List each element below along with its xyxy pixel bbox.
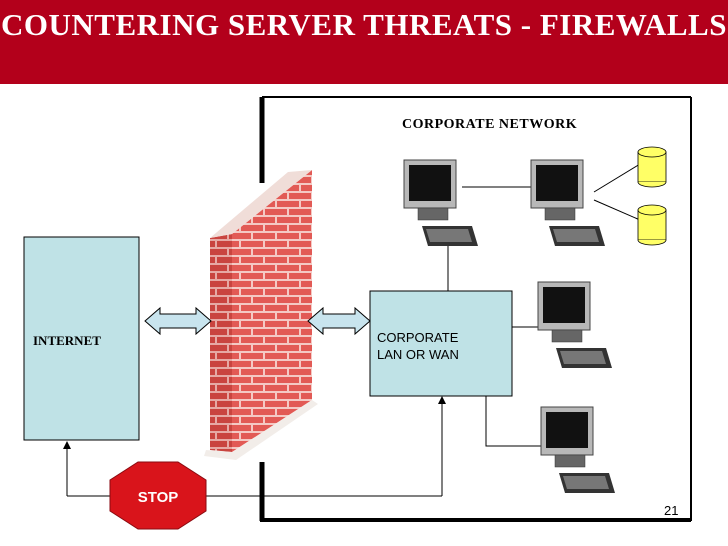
page-number: 21 [664, 503, 679, 518]
title-bar [0, 0, 728, 84]
computer-icon [540, 406, 615, 493]
internet-box [23, 236, 140, 441]
slide-title: COUNTERING SERVER THREATS - FIREWALLS [1, 7, 727, 42]
corporate-network-label: CORPORATE NETWORK [402, 117, 578, 132]
corporate-network-frame [259, 96, 692, 522]
stop-label: STOP [137, 489, 179, 506]
double-arrow-icon [307, 306, 371, 336]
lan-label: CORPORATE LAN OR WAN [377, 329, 487, 363]
computer-icon [403, 159, 478, 246]
double-arrow-icon [144, 306, 212, 336]
firewall-wall-icon [204, 170, 318, 460]
computer-icon [537, 281, 612, 368]
lan-box [369, 290, 513, 397]
computer-icon [530, 159, 605, 246]
database-icon [637, 146, 667, 188]
internet-label: INTERNET [33, 333, 101, 348]
stop-routing-lines [63, 396, 446, 497]
network-links [447, 163, 641, 447]
lan-label-text: CORPORATE LAN OR WAN [377, 330, 459, 362]
stop-sign-icon [109, 461, 207, 530]
database-icon [637, 204, 667, 246]
